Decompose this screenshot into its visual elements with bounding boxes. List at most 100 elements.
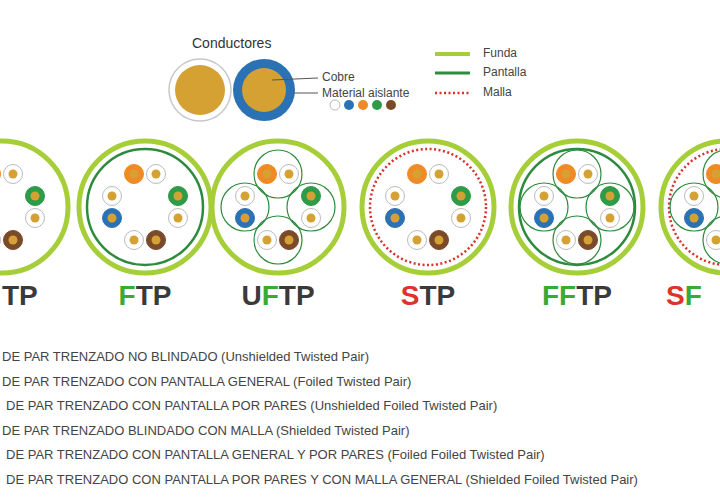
pair-foil: [254, 216, 302, 264]
insulated-wire: [535, 187, 554, 206]
insulated-wire: [557, 231, 576, 250]
color-dot: [330, 100, 340, 110]
insulated-wire: [258, 165, 277, 184]
copper-core: [31, 192, 40, 201]
cable-braid: [370, 149, 486, 265]
copper-core: [263, 170, 272, 179]
insulated-wire: [169, 187, 188, 206]
cable-foil: [87, 149, 203, 265]
insulated-wire: [169, 209, 188, 228]
copper-core: [31, 214, 40, 223]
cable-acronym: SF: [666, 280, 702, 312]
cable-description: DE PAR TRENZADO CON PANTALLA GENERAL (Fo…: [2, 374, 411, 389]
cable-description: DE PAR TRENZADO NO BLINDADO (Unshielded …: [2, 349, 369, 364]
copper-core: [241, 192, 250, 201]
copper-core: [242, 68, 286, 112]
insulated-wire: [601, 209, 620, 228]
color-dot: [358, 100, 368, 110]
insulated-wire: [430, 231, 449, 250]
copper-core: [457, 214, 466, 223]
cable-sheath: [0, 141, 68, 273]
insulated-wire: [0, 165, 1, 184]
legend-line: [435, 92, 470, 95]
color-dot: [386, 100, 396, 110]
insulated-wire: [0, 231, 1, 250]
insulated-wire: [579, 165, 598, 184]
insulated-wire: [557, 165, 576, 184]
conductor-outline: [169, 59, 231, 121]
legend-text: Malla: [483, 85, 512, 99]
copper-core: [175, 65, 225, 115]
copper-core: [391, 214, 400, 223]
copper-core: [130, 236, 139, 245]
part-label: Cobre: [322, 70, 355, 84]
cable-acronym: FTP: [119, 280, 172, 312]
copper-core: [435, 170, 444, 179]
cable-sheath: [511, 141, 643, 273]
insulated-wire: [452, 209, 471, 228]
insulated-wire: [302, 187, 321, 206]
insulated-wire: [601, 187, 620, 206]
copper-core: [285, 236, 294, 245]
copper-core: [152, 170, 161, 179]
copper-core: [152, 236, 161, 245]
copper-core: [108, 214, 117, 223]
copper-core: [174, 192, 183, 201]
copper-core: [690, 214, 699, 223]
leader-line: [272, 78, 318, 80]
insulated-wire: [125, 231, 144, 250]
cable-description: DE PAR TRENZADO BLINDADO CON MALLA (Shie…: [2, 423, 409, 438]
insulated-wire: [103, 209, 122, 228]
cable-sheath: [212, 141, 344, 273]
copper-core: [9, 236, 18, 245]
copper-core: [712, 236, 720, 245]
copper-core: [413, 236, 422, 245]
insulated-wire: [685, 209, 704, 228]
insulated-wire: [707, 231, 720, 250]
legend-line: [435, 52, 470, 56]
leader-line: [293, 93, 318, 94]
legend-heading: Conductores: [192, 35, 271, 51]
legend-text: Pantalla: [483, 65, 526, 79]
insulated-wire: [258, 231, 277, 250]
insulated-wire: [302, 209, 321, 228]
copper-core: [108, 192, 117, 201]
insulated-wire: [707, 165, 720, 184]
pair-foil: [670, 183, 718, 231]
pair-foil: [520, 183, 568, 231]
cable-acronym: STP: [401, 280, 455, 312]
insulated-wire: [147, 165, 166, 184]
copper-core: [130, 170, 139, 179]
pair-foil: [553, 216, 601, 264]
insulated-wire: [408, 231, 427, 250]
insulated-wire: [408, 165, 427, 184]
copper-core: [435, 236, 444, 245]
insulated-wire: [4, 231, 23, 250]
copper-core: [174, 214, 183, 223]
copper-core: [562, 170, 571, 179]
cable-foil: [519, 149, 635, 265]
cable-description: DE PAR TRENZADO CON PANTALLA POR PARES (…: [6, 398, 497, 413]
insulated-wire: [125, 165, 144, 184]
legend-line: [435, 72, 470, 75]
copper-core: [540, 214, 549, 223]
copper-core: [457, 192, 466, 201]
insulated-wire: [236, 187, 255, 206]
cable-sheath: [79, 141, 211, 273]
copper-core: [540, 192, 549, 201]
color-dot: [372, 100, 382, 110]
cable-description: DE PAR TRENZADO CON PANTALLA POR PARES Y…: [6, 472, 638, 487]
insulated-wire: [236, 209, 255, 228]
insulated-wire: [26, 187, 45, 206]
copper-core: [606, 192, 615, 201]
cable-sheath: [362, 141, 494, 273]
copper-core: [241, 214, 250, 223]
cable-sheath: [661, 141, 720, 273]
copper-core: [263, 236, 272, 245]
pair-foil: [287, 183, 335, 231]
insulated-wire: [147, 231, 166, 250]
pair-foil: [254, 150, 302, 198]
insulated-wire: [579, 231, 598, 250]
pair-foil: [553, 150, 601, 198]
cable-acronym: UFTP: [241, 280, 314, 312]
